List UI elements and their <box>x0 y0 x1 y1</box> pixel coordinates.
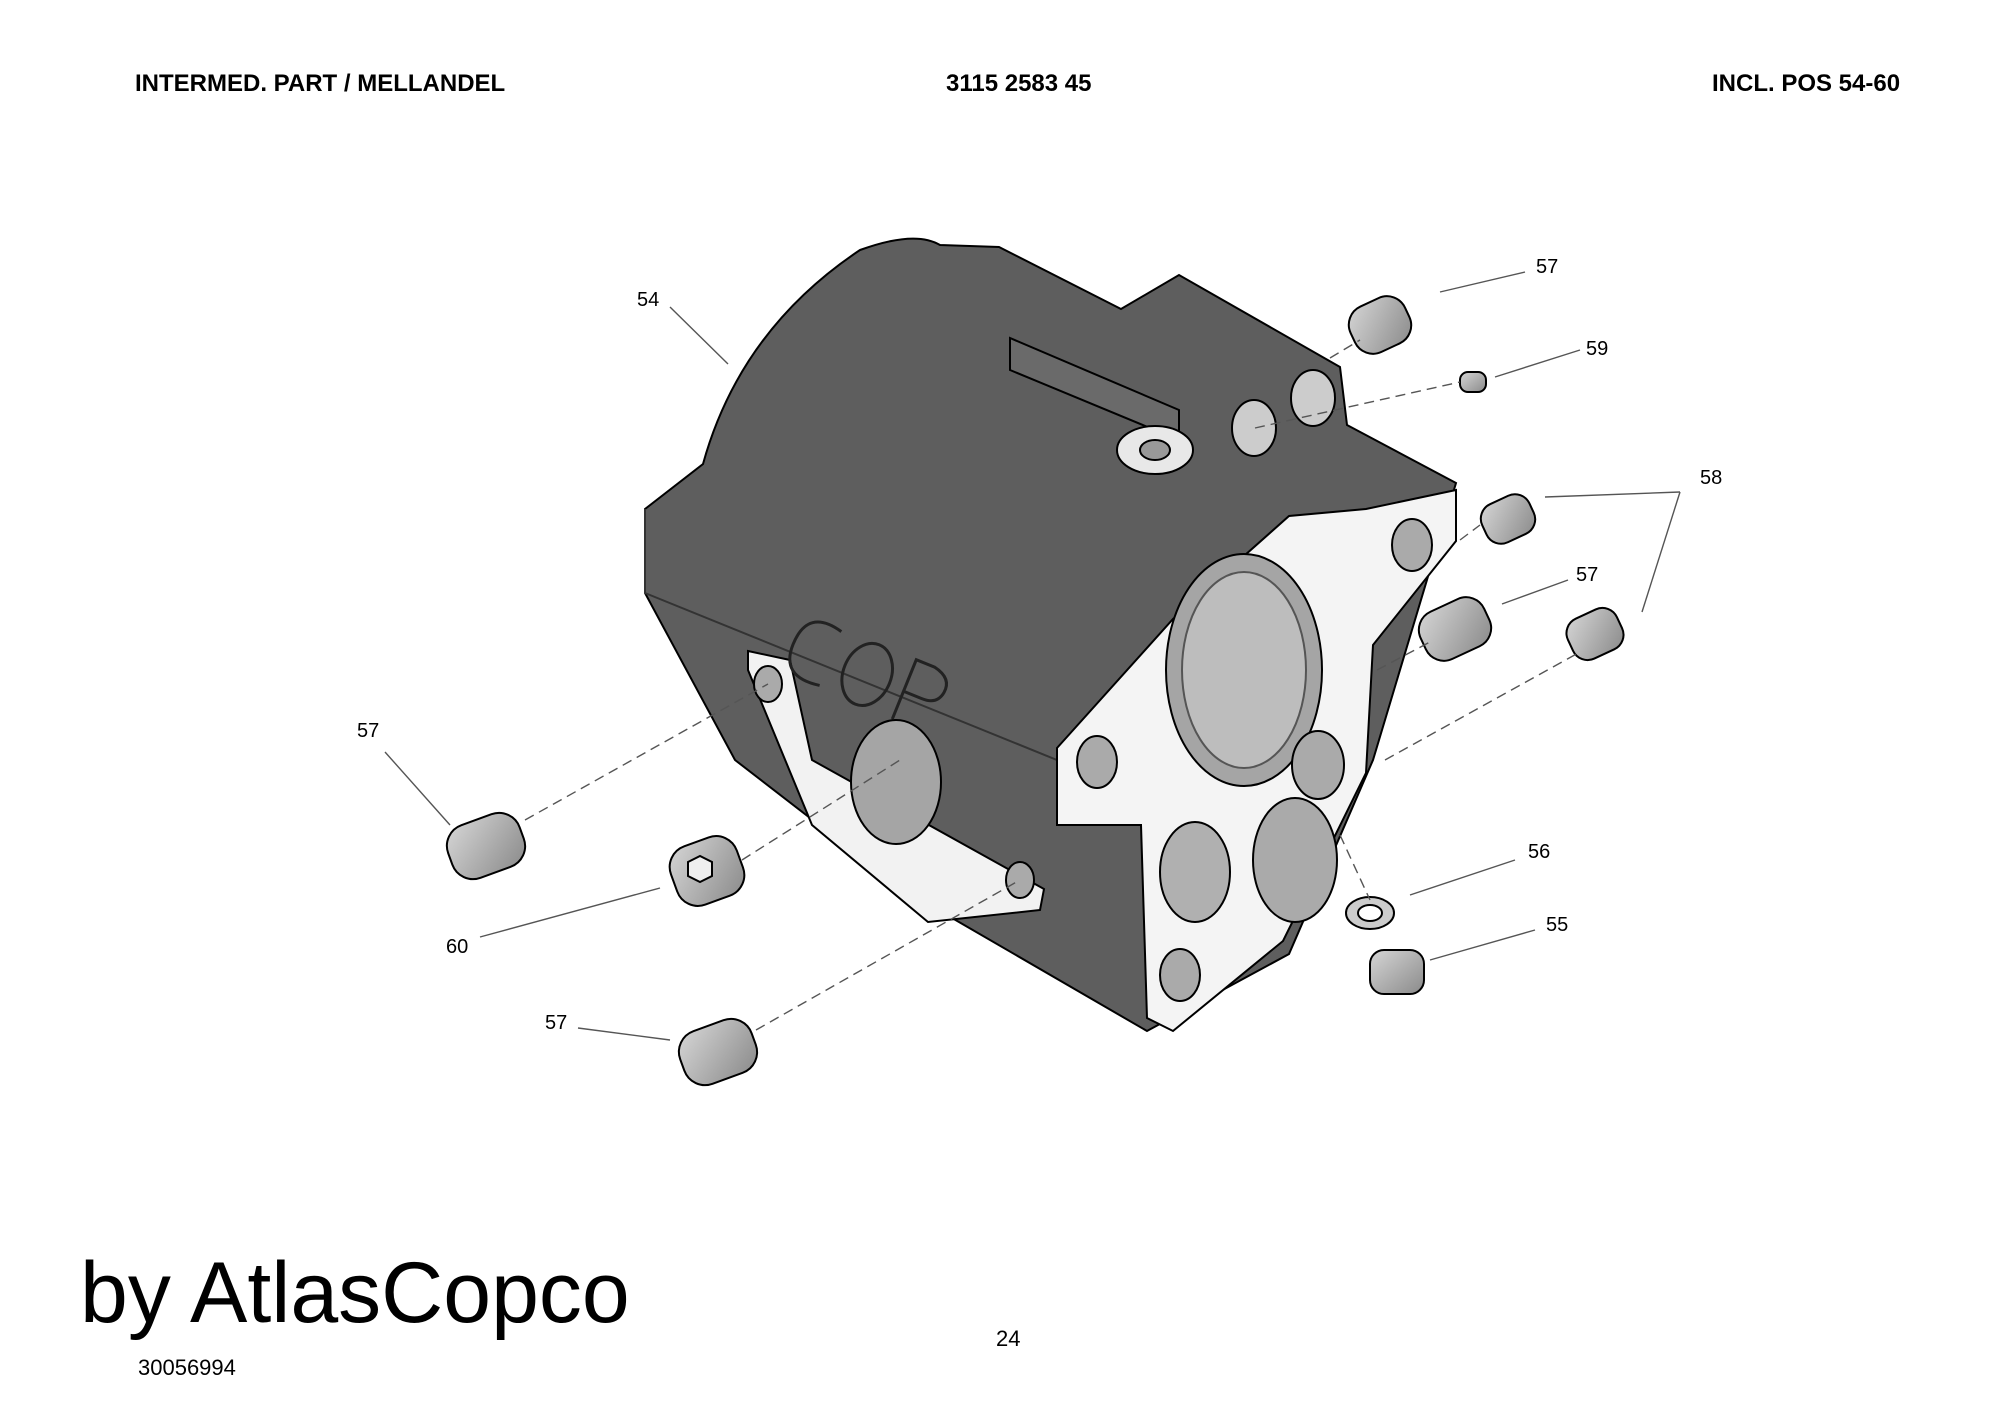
callout-labels: 54 57 59 58 57 57 60 57 56 55 <box>357 256 1722 1034</box>
callout-59: 59 <box>1586 338 1608 360</box>
callout-58: 58 <box>1700 467 1722 489</box>
plug-59 <box>1459 371 1487 393</box>
callout-57-left: 57 <box>357 720 379 742</box>
callout-60: 60 <box>446 936 468 958</box>
callout-57-bottom: 57 <box>545 1012 567 1034</box>
plug-60 <box>668 835 746 907</box>
plug-55 <box>1369 949 1425 995</box>
drawing-code: 30056994 <box>138 1355 236 1380</box>
included-positions: INCL. POS 54-60 <box>1712 70 1901 97</box>
callout-56: 56 <box>1528 841 1550 863</box>
callout-57-right: 57 <box>1576 564 1598 586</box>
drawing-title: INTERMED. PART / MELLANDEL <box>135 70 506 97</box>
sleeve-57-bottom <box>677 1017 759 1087</box>
loose-parts <box>445 295 1625 1087</box>
cop-embossed-logo <box>788 620 948 720</box>
callout-55: 55 <box>1546 914 1568 936</box>
brand-watermark: by AtlasCopco <box>80 1245 630 1341</box>
sleeve-58-a <box>1479 493 1537 545</box>
callout-57-top: 57 <box>1536 256 1558 278</box>
sleeve-57-top <box>1347 295 1413 355</box>
part-number: 3115 2583 45 <box>946 70 1092 97</box>
housing-body <box>644 237 1458 1033</box>
washer-56 <box>1345 896 1395 930</box>
callout-54: 54 <box>637 289 659 311</box>
leader-lines <box>384 271 1681 1041</box>
sleeve-57-left <box>445 811 527 881</box>
page-number: 24 <box>996 1326 1021 1351</box>
sleeve-58-b <box>1565 606 1625 662</box>
sleeve-57-right <box>1417 596 1493 662</box>
